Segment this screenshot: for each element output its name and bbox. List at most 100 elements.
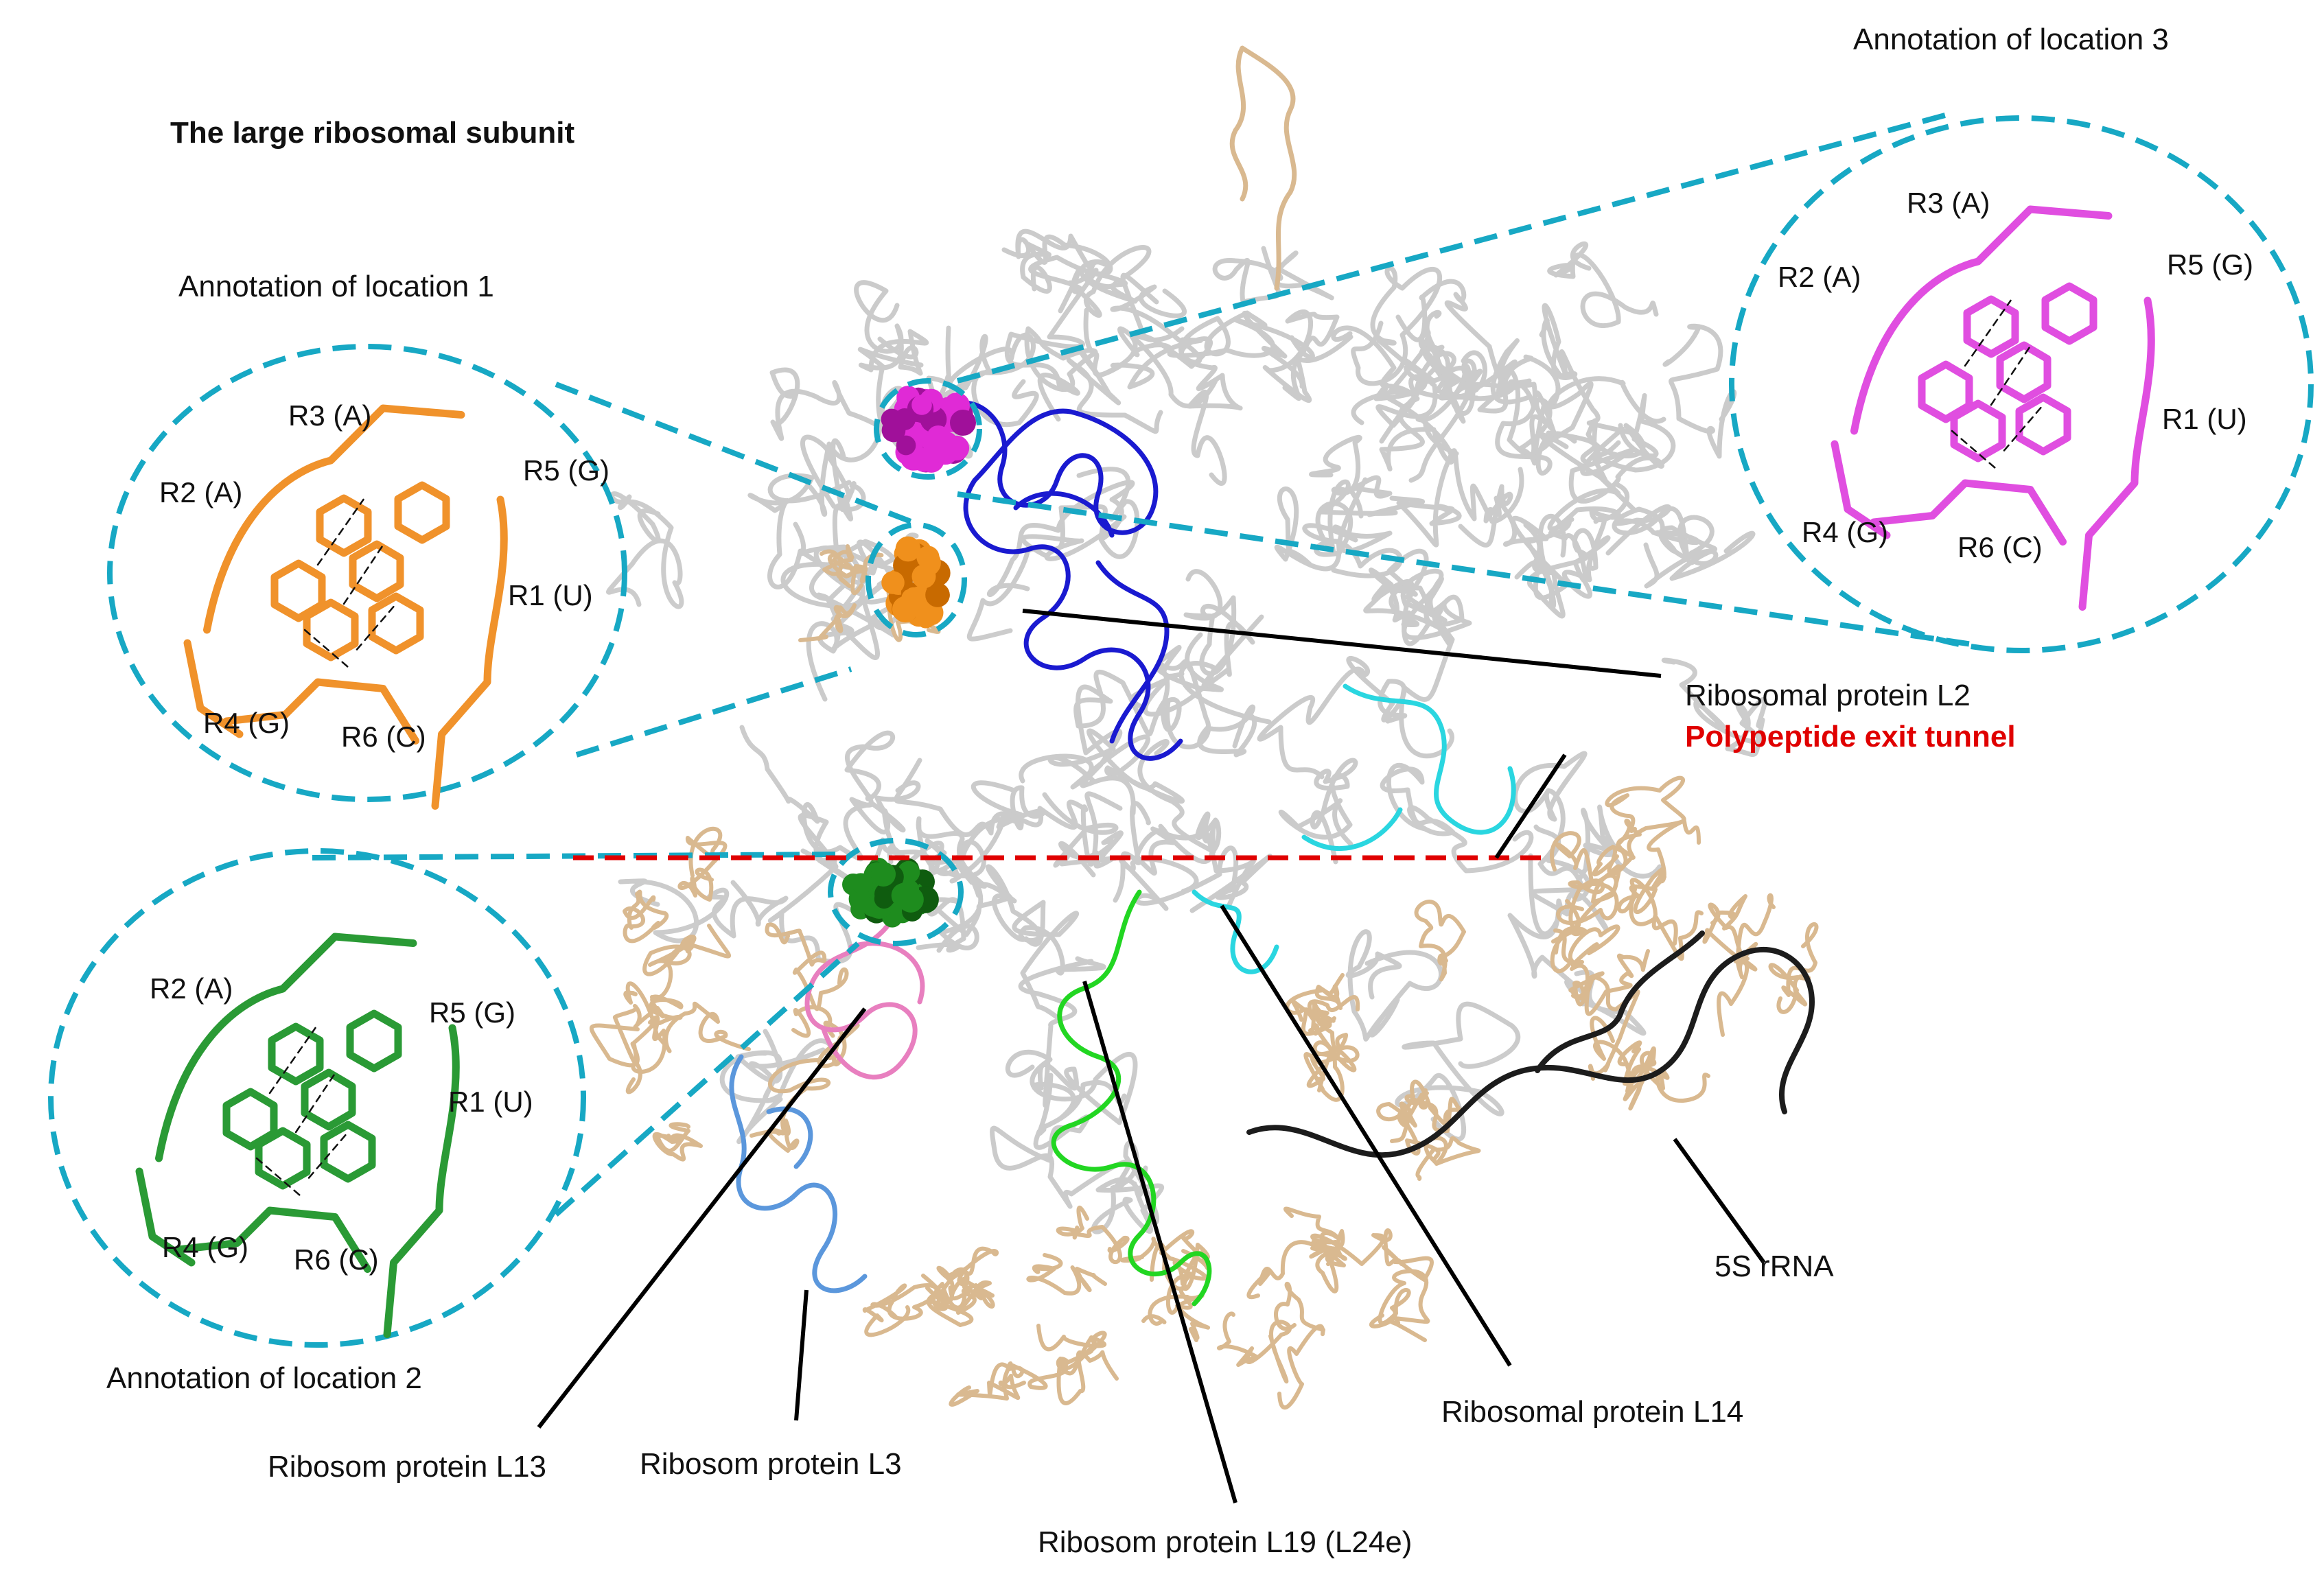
ribosome-structure bbox=[590, 45, 1819, 1410]
hydrogen-bond bbox=[307, 1131, 349, 1179]
backbone-strand bbox=[1036, 1324, 1107, 1376]
atom-sphere bbox=[874, 889, 894, 909]
figure-title: The large ribosomal subunit bbox=[170, 116, 575, 150]
backbone-stick bbox=[174, 1206, 371, 1273]
backbone-strand bbox=[750, 1057, 830, 1153]
backbone-strand bbox=[1113, 739, 1222, 903]
backbone-stick bbox=[1850, 205, 2113, 435]
atom-sphere bbox=[881, 571, 905, 594]
atom-sphere bbox=[870, 861, 896, 887]
loc2-residue-r6: R6 (C) bbox=[294, 1243, 379, 1276]
label-ribosom-protein-l19: Ribosom protein L19 (L24e) bbox=[1038, 1525, 1412, 1559]
backbone-strand bbox=[949, 1362, 1025, 1407]
loc3-residue-r2: R2 (A) bbox=[1778, 261, 1861, 293]
backbone-strand bbox=[1539, 303, 1638, 436]
backbone-strand bbox=[642, 924, 732, 1000]
backbone-strand bbox=[1285, 973, 1345, 1028]
backbone-strand bbox=[606, 491, 684, 609]
loc1-residue-r1: R1 (U) bbox=[508, 579, 593, 611]
hydrogen-bond bbox=[1964, 299, 2012, 367]
hydrogen-bond bbox=[356, 602, 397, 651]
sphere-cluster-location-1 bbox=[881, 536, 951, 629]
backbone-strand bbox=[1414, 900, 1466, 982]
nucleobase-ring bbox=[2015, 393, 2071, 456]
backbone-stick bbox=[135, 1167, 196, 1267]
backbone-strand bbox=[1662, 323, 1737, 459]
protein-l13 bbox=[804, 917, 925, 1080]
backbone-strand bbox=[986, 480, 1135, 598]
backbone-strand bbox=[1004, 245, 1152, 422]
loc1-residue-r3: R3 (A) bbox=[288, 399, 371, 432]
backbone-strand bbox=[652, 1122, 703, 1162]
backbone-strand bbox=[1018, 959, 1127, 1136]
backbone-stick bbox=[2078, 296, 2155, 611]
backbone-strand bbox=[1438, 364, 1483, 416]
atom-sphere bbox=[895, 536, 921, 562]
backbone-strand bbox=[1702, 893, 1776, 972]
caption-location-3: Annotation of location 3 bbox=[1853, 23, 2169, 56]
caption-location-1: Annotation of location 1 bbox=[178, 270, 494, 303]
loc3-residue-r3: R3 (A) bbox=[1907, 187, 1990, 219]
atom-sphere bbox=[892, 596, 919, 623]
backbone-strand bbox=[1278, 758, 1358, 865]
nucleobase-ring bbox=[1963, 295, 2019, 358]
backbone-strand bbox=[1274, 477, 1393, 572]
loc3-residue-r1: R1 (U) bbox=[2162, 403, 2247, 435]
label-ribosomal-protein-l2: Ribosomal protein L2 bbox=[1685, 679, 1971, 712]
backbone-strand bbox=[1605, 504, 1756, 581]
callout-circle-location-1 bbox=[107, 344, 627, 802]
backbone-stick bbox=[1870, 479, 2067, 546]
backbone-strand bbox=[1371, 548, 1448, 646]
sphere-cluster-location-2 bbox=[842, 857, 939, 928]
loc2-residue-r5: R5 (G) bbox=[429, 996, 515, 1029]
nucleobase-ring bbox=[301, 1068, 356, 1131]
backbone-strand bbox=[1306, 1016, 1360, 1088]
nucleobase-ring bbox=[316, 494, 372, 557]
backbone-strand bbox=[862, 1283, 939, 1337]
hydrogen-bond bbox=[342, 544, 384, 605]
backbone-strand bbox=[1605, 775, 1686, 858]
loc3-residue-r6: R6 (C) bbox=[1957, 531, 2043, 563]
protein-l14 bbox=[1192, 683, 1516, 974]
backbone-strand bbox=[1001, 229, 1138, 304]
protein-l2 bbox=[938, 400, 1183, 761]
backbone-strand bbox=[1507, 853, 1647, 1036]
loc2-residue-r4: R4 (G) bbox=[162, 1231, 248, 1263]
atom-sphere bbox=[896, 435, 916, 456]
backbone-strand bbox=[1376, 1091, 1429, 1143]
nucleobase-ring bbox=[270, 559, 326, 622]
rrna-5s bbox=[1246, 930, 1815, 1158]
backbone-strand bbox=[1140, 326, 1243, 487]
backbone-strand bbox=[1616, 878, 1704, 961]
backbone-strand bbox=[1396, 448, 1524, 548]
loc1-residue-r4: R4 (G) bbox=[203, 707, 290, 739]
loc1-residue-r2: R2 (A) bbox=[159, 476, 242, 508]
backbone-strand bbox=[921, 1274, 995, 1315]
nucleobase-ring bbox=[394, 481, 450, 544]
ribosomal-proteins-backbone bbox=[590, 544, 1819, 1410]
backbone-strand bbox=[1217, 1311, 1292, 1384]
backbone-strand bbox=[1310, 1228, 1434, 1282]
nucleobase-ring bbox=[222, 1088, 278, 1151]
atom-sphere bbox=[916, 546, 940, 569]
nucleobase-ring bbox=[320, 1121, 376, 1183]
backbone-strand bbox=[1002, 1350, 1119, 1405]
leader-lines bbox=[537, 609, 1766, 1503]
backbone-strand bbox=[1467, 359, 1555, 466]
backbone-stick bbox=[222, 678, 419, 745]
hydrogen-bond bbox=[268, 1027, 316, 1094]
loc3-residue-r4: R4 (G) bbox=[1802, 516, 1888, 548]
backbone-strand bbox=[767, 812, 859, 964]
backbone-strand bbox=[1375, 364, 1467, 456]
rrna-backbone bbox=[606, 229, 1767, 1234]
backbone-strand bbox=[1592, 818, 1642, 877]
backbone-strand bbox=[806, 539, 920, 702]
backbone-strand bbox=[1380, 762, 1534, 874]
backbone-strand bbox=[1110, 284, 1305, 389]
atom-sphere bbox=[911, 564, 936, 589]
hydrogen-bond bbox=[2003, 403, 2045, 452]
label-polypeptide-exit-tunnel: Polypeptide exit tunnel bbox=[1685, 720, 2016, 753]
callout-circle-location-2 bbox=[48, 848, 586, 1348]
sphere-cluster-location-3 bbox=[881, 386, 977, 473]
